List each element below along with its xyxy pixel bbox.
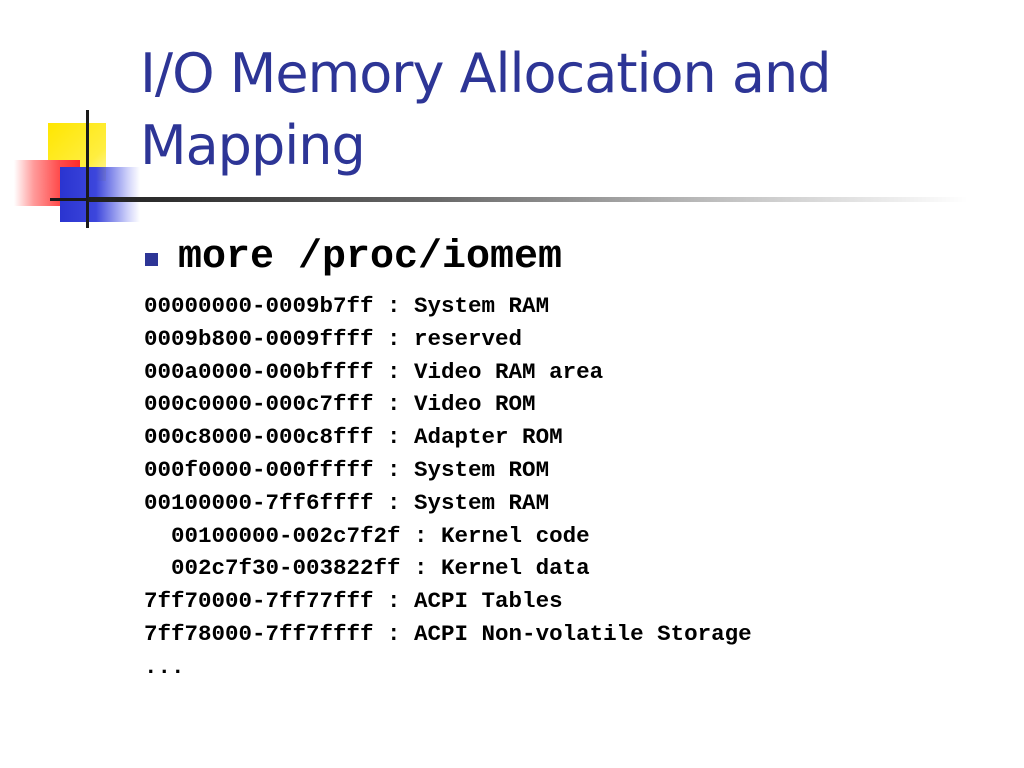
iomem-line: 7ff70000-7ff77fff : ACPI Tables — [144, 588, 563, 615]
slide-title-line-1: I/O Memory Allocation and — [140, 42, 832, 105]
title-divider — [88, 197, 968, 202]
iomem-listing: 00000000-0009b7ff : System RAM 0009b800-… — [144, 290, 752, 684]
iomem-line: 000c0000-000c7fff : Video ROM — [144, 391, 536, 418]
iomem-line: 00100000-7ff6ffff : System RAM — [144, 489, 550, 516]
iomem-line: 00000000-0009b7ff : System RAM — [144, 293, 550, 319]
iomem-line: 00100000-002c7f2f : Kernel code — [144, 522, 590, 549]
iomem-line: 002c7f30-003822ff : Kernel data — [144, 555, 590, 582]
iomem-line: 000f0000-000fffff : System ROM — [144, 456, 550, 483]
iomem-line: ... — [144, 653, 185, 680]
decorative-emblem — [0, 105, 140, 230]
bullet-square-icon — [145, 252, 158, 266]
bullet-command: more /proc/iomem — [178, 235, 563, 280]
vertical-line — [86, 110, 89, 228]
iomem-line: 0009b800-0009ffff : reserved — [144, 325, 523, 352]
iomem-line: 000a0000-000bffff : Video RAM area — [144, 358, 604, 385]
slide-title-line-2: Mapping — [140, 114, 366, 177]
bullet-item: more /proc/iomem — [145, 234, 562, 282]
blue-square — [60, 167, 140, 222]
iomem-line: 000c8000-000c8fff : Adapter ROM — [144, 424, 563, 451]
iomem-line: 7ff78000-7ff7ffff : ACPI Non-volatile St… — [144, 620, 752, 647]
slide-title: I/O Memory Allocation and Mapping — [140, 38, 1000, 182]
